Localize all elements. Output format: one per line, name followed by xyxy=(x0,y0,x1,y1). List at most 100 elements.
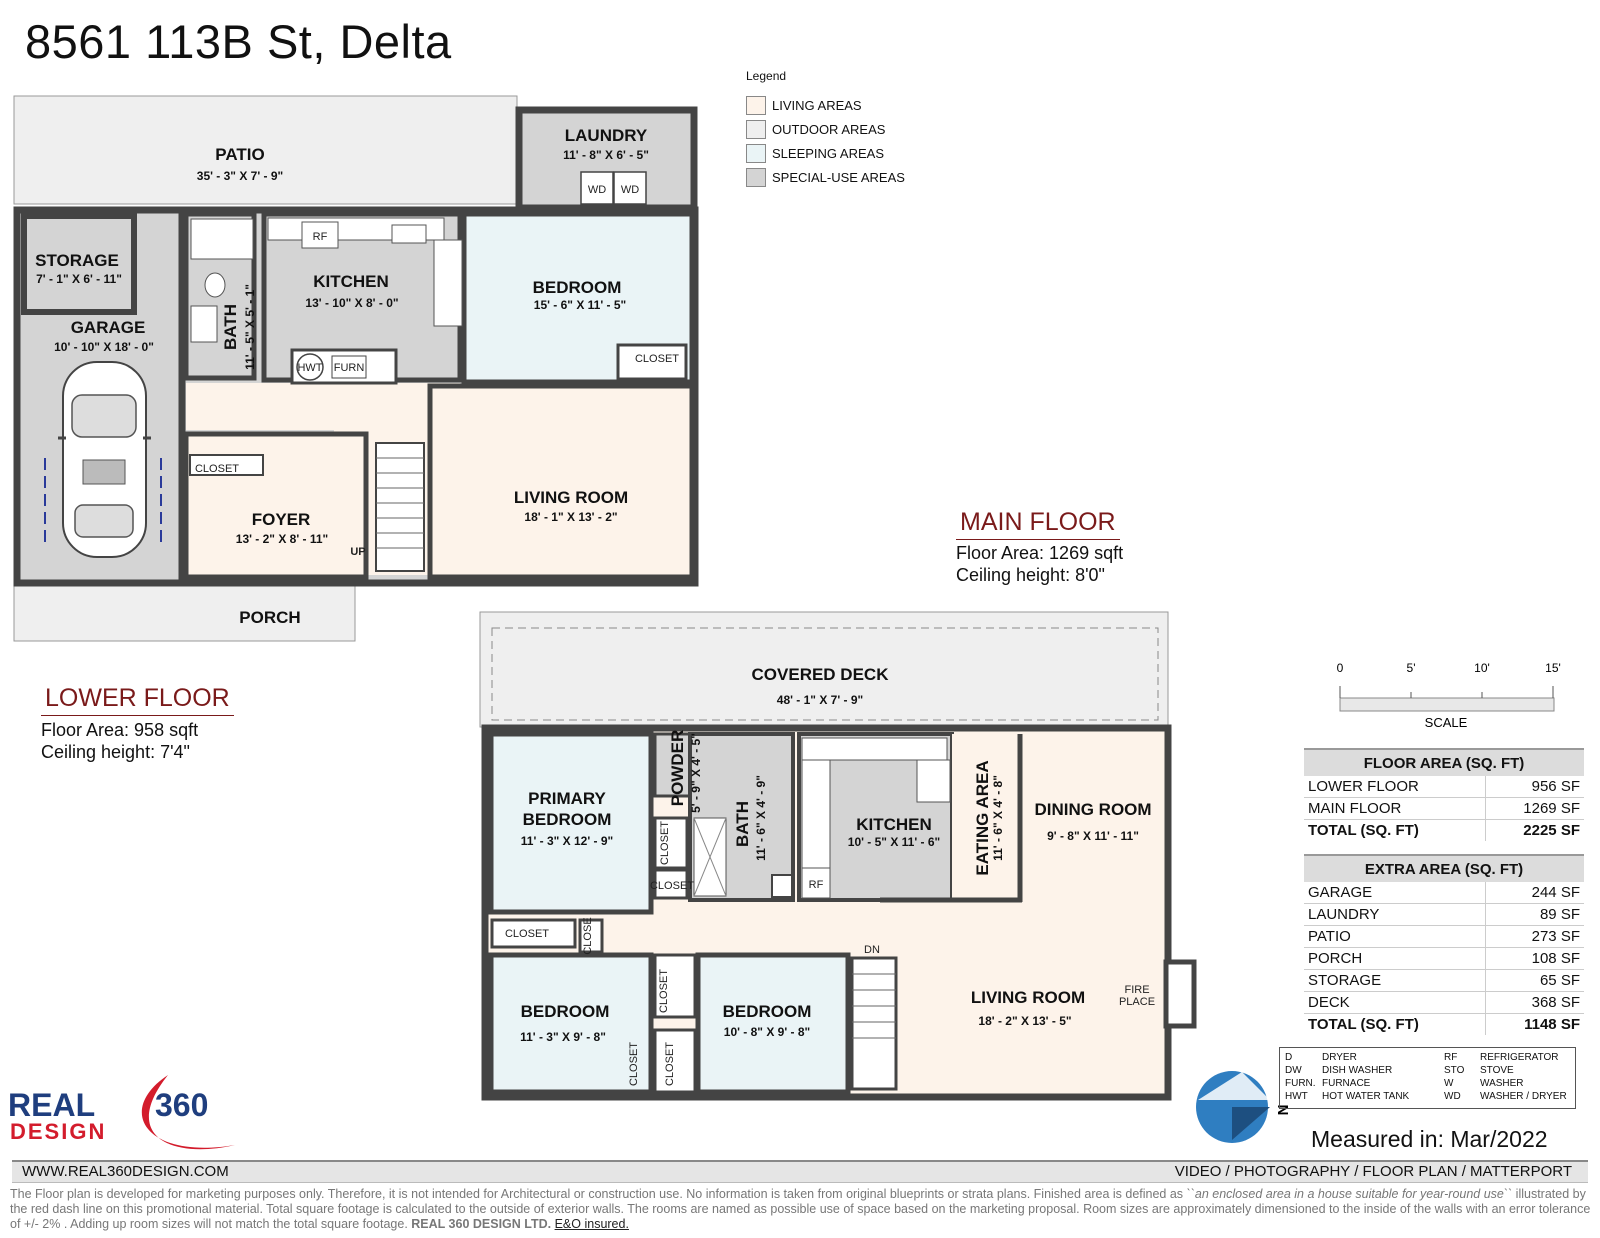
disclaimer: The Floor plan is developed for marketin… xyxy=(10,1187,1592,1232)
closet-d-label: CLOSE xyxy=(582,917,594,954)
dining-label: DINING ROOM xyxy=(1034,800,1151,819)
abbr-meaning: DRYER xyxy=(1322,1052,1357,1063)
lower-floor-ceiling: Ceiling height: 7'4" xyxy=(41,742,190,762)
laundry-dim: 11' - 8" X 6' - 5" xyxy=(563,148,649,162)
legend-living-swatch xyxy=(746,96,766,115)
row-value: 89 SF xyxy=(1485,903,1584,926)
patio-label: PATIO xyxy=(215,145,264,164)
lower-closet-1-label: CLOSET xyxy=(195,463,239,475)
legend-special: SPECIAL-USE AREAS xyxy=(746,168,905,187)
furn-label: FURN xyxy=(334,362,365,374)
lower-bath-dim: 11' - 5" X 5' - 1" xyxy=(243,284,257,370)
compass-n-label: N xyxy=(1275,1105,1292,1116)
legend-outdoor-label: OUTDOOR AREAS xyxy=(772,122,886,137)
row-value: 1148 SF xyxy=(1485,1013,1584,1035)
disclaimer-company: REAL 360 DESIGN LTD. xyxy=(411,1217,552,1231)
lower-living-room xyxy=(427,383,695,580)
main-rf-label: RF xyxy=(809,879,824,891)
scale-tick-0: 0 xyxy=(1337,661,1344,675)
stairs-up xyxy=(375,442,425,572)
lower-kitchen-dim: 13' - 10" X 8' - 0" xyxy=(305,296,398,310)
stairs-down xyxy=(850,956,898,1091)
main-kitchen-dim: 10' - 5" X 11' - 6" xyxy=(848,835,940,849)
abbr-meaning: DISH WASHER xyxy=(1322,1065,1393,1076)
row-label: STORAGE xyxy=(1304,969,1486,992)
scale-tick-15: 15' xyxy=(1545,661,1561,675)
closet-f-label: CLOSET xyxy=(664,1042,676,1086)
lower-floor-plan xyxy=(13,95,699,642)
fireplace xyxy=(1163,959,1197,1029)
scale-tick-5: 5' xyxy=(1407,661,1416,675)
legend-outdoor: OUTDOOR AREAS xyxy=(746,120,885,139)
lower-living-dim: 18' - 1" X 13' - 2" xyxy=(524,510,617,524)
primary-label-2: BEDROOM xyxy=(523,810,612,829)
compass-icon: N xyxy=(1196,1071,1292,1143)
legend-special-swatch xyxy=(746,168,766,187)
laundry-label: LAUNDRY xyxy=(565,126,648,145)
footer-bar: WWW.REAL360DESIGN.COM VIDEO / PHOTOGRAPH… xyxy=(12,1160,1588,1183)
closet-g-label: CLOSET xyxy=(628,1042,640,1086)
table-total-row: TOTAL (SQ. FT) 1148 SF xyxy=(1304,1013,1584,1035)
abbr-meaning: FURNACE xyxy=(1322,1078,1371,1089)
foyer-label: FOYER xyxy=(252,510,311,529)
disclaimer-italic: ``an enclosed area in a house suitable f… xyxy=(1186,1187,1513,1201)
main-bedroom-1-label: BEDROOM xyxy=(521,1002,610,1021)
abbr-code: RF xyxy=(1444,1052,1458,1063)
primary-dim: 11' - 3" X 12' - 9" xyxy=(521,834,613,848)
legend-living: LIVING AREAS xyxy=(746,96,862,115)
row-label: LOWER FLOOR xyxy=(1304,776,1486,798)
row-label: PORCH xyxy=(1304,947,1486,970)
powder-label: POWDER xyxy=(668,730,687,807)
lower-living-label: LIVING ROOM xyxy=(514,488,628,507)
disclaimer-text-1: The Floor plan is developed for marketin… xyxy=(10,1187,1187,1201)
legend-special-label: SPECIAL-USE AREAS xyxy=(772,170,905,185)
abbr-code: W xyxy=(1444,1078,1454,1089)
row-label: GARAGE xyxy=(1304,882,1486,904)
main-bedroom-1-dim: 11' - 3" X 9' - 8" xyxy=(520,1030,606,1044)
services-text: VIDEO / PHOTOGRAPHY / FLOOR PLAN / MATTE… xyxy=(1174,1163,1572,1180)
powder-dim: 5' - 9" X 4' - 5" xyxy=(689,733,703,813)
lower-floor-heading: LOWER FLOOR xyxy=(41,684,234,716)
abbr-code: DW xyxy=(1285,1065,1302,1076)
covered-deck-area xyxy=(479,611,1169,728)
closet-b-label: CLOSET xyxy=(659,821,671,865)
extra-area-header: EXTRA AREA (SQ. FT) xyxy=(1304,854,1584,882)
garage-dim: 10' - 10" X 18' - 0" xyxy=(54,340,154,354)
legend-sleeping: SLEEPING AREAS xyxy=(746,144,884,163)
abbr-code: HWT xyxy=(1285,1091,1308,1102)
measured-value: Mar/2022 xyxy=(1450,1126,1548,1152)
foyer-dim: 13' - 2" X 8' - 11" xyxy=(236,532,328,546)
row-label: TOTAL (SQ. FT) xyxy=(1308,822,1419,839)
website-link[interactable]: WWW.REAL360DESIGN.COM xyxy=(22,1163,229,1180)
abbr-meaning: REFRIGERATOR xyxy=(1480,1052,1559,1063)
main-bedroom-1 xyxy=(488,952,654,1095)
abbreviations-key: D DRYER DW DISH WASHER FURN. FURNACE HWT… xyxy=(1279,1047,1576,1109)
dining-dim: 9' - 8" X 11' - 11" xyxy=(1047,829,1139,843)
storage-dim: 7' - 1" X 6' - 11" xyxy=(36,272,122,286)
measured-date: Measured in: Mar/2022 xyxy=(1311,1126,1548,1153)
abbr-code: FURN. xyxy=(1285,1078,1316,1089)
abbr-meaning: WASHER / DRYER xyxy=(1480,1091,1567,1102)
lower-kitchen-label: KITCHEN xyxy=(313,272,389,291)
legend-outdoor-swatch xyxy=(746,120,766,139)
hwt-label: HWT xyxy=(297,362,322,374)
lower-bath-label: BATH xyxy=(221,304,240,350)
row-label: TOTAL (SQ. FT) xyxy=(1308,1016,1419,1033)
wd2-label: WD xyxy=(621,184,639,196)
row-value: 273 SF xyxy=(1485,925,1584,948)
row-value: 1269 SF xyxy=(1484,797,1584,820)
eating-dim: 11' - 6" X 4' - 8" xyxy=(991,775,1005,861)
main-floor-heading: MAIN FLOOR xyxy=(956,508,1120,540)
row-label: LAUNDRY xyxy=(1304,903,1486,926)
lower-bedroom-dim: 15' - 6" X 11' - 5" xyxy=(534,298,626,312)
storage-label: STORAGE xyxy=(35,251,119,270)
row-value: 65 SF xyxy=(1485,969,1584,992)
main-floor-info: Floor Area: 1269 sqft Ceiling height: 8'… xyxy=(956,542,1123,586)
